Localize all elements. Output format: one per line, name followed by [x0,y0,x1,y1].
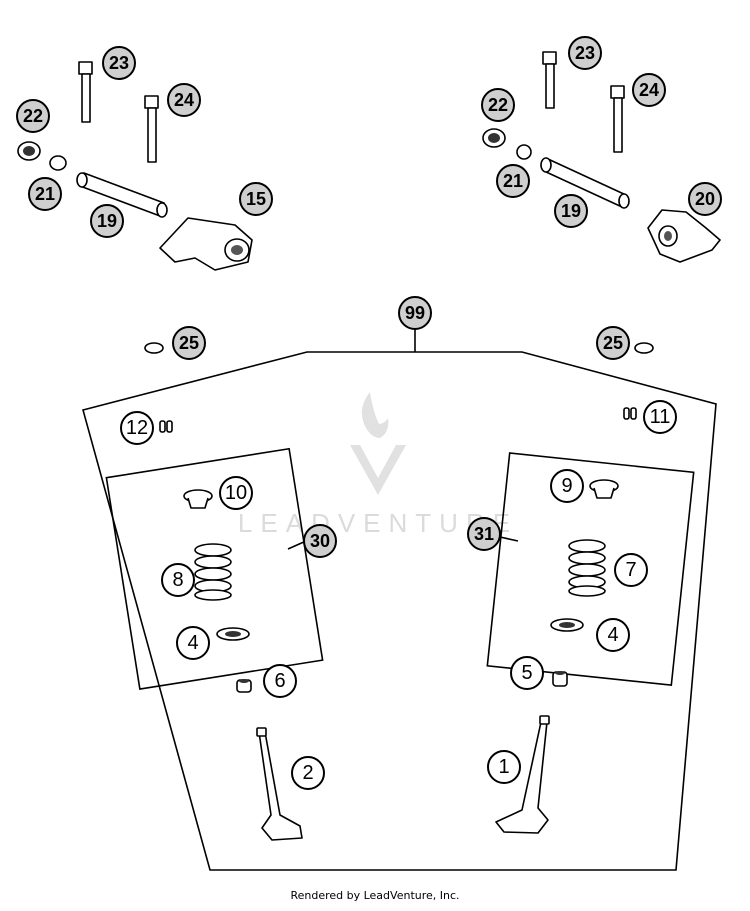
spring-retainer-part-10 [183,489,213,509]
callout-15[interactable]: 15 [239,182,273,216]
callout-24-right-label: 24 [639,80,659,100]
callout-23-right-label: 23 [575,43,595,63]
callout-22-left-label: 22 [23,106,43,126]
spring-seat-part-4-right [550,618,584,632]
callout-99-label: 99 [405,303,425,323]
callout-22-left[interactable]: 22 [16,99,50,133]
rocker-arm-part-20 [647,209,721,263]
callout-19-right[interactable]: 19 [554,194,588,228]
callout-25-left-label: 25 [179,333,199,353]
o-ring-part-21-right [516,144,532,160]
callout-8-label: 8 [172,569,183,591]
callout-1[interactable]: 1 [487,750,521,784]
spring-seat-part-4-left [216,627,250,641]
callout-20-label: 20 [695,189,715,209]
valve-spring-kit-box-left [105,447,324,690]
bolt-part-23-left [78,61,93,123]
plug-part-22-right [482,128,506,148]
callout-25-left[interactable]: 25 [172,326,206,360]
callout-10[interactable]: 10 [219,476,253,510]
callout-5[interactable]: 5 [510,656,544,690]
bolt-part-24-left [144,95,159,163]
leader-31 [499,536,519,542]
callout-21-right-label: 21 [503,171,523,191]
callout-25-right-label: 25 [603,333,623,353]
bolt-part-23-right [542,51,557,109]
kit-outline [82,351,717,871]
footer-credit: Rendered by LeadVenture, Inc. [290,889,460,902]
callout-21-right[interactable]: 21 [496,164,530,198]
callout-12-label: 12 [126,417,148,439]
callout-5-label: 5 [521,662,532,684]
callout-30-label: 30 [310,531,330,551]
callout-20[interactable]: 20 [688,182,722,216]
o-ring-part-21-left [49,155,67,171]
valve-spring-part-7 [568,539,606,597]
rocker-shaft-part-19-right [540,157,630,209]
callout-24-right[interactable]: 24 [632,73,666,107]
callout-19-left[interactable]: 19 [90,204,124,238]
shim-part-25-left [144,342,164,354]
valve-stem-seal-part-6 [236,679,252,693]
callout-1-label: 1 [498,756,509,778]
callout-9-label: 9 [561,475,572,497]
valve-spring-part-8 [194,543,232,601]
valve-keeper-part-12 [159,420,173,433]
callout-2-label: 2 [302,762,313,784]
plug-part-22-left [17,141,41,161]
callout-22-right[interactable]: 22 [481,88,515,122]
callout-30[interactable]: 30 [303,524,337,558]
callout-22-right-label: 22 [488,95,508,115]
callout-25-right[interactable]: 25 [596,326,630,360]
callout-10-label: 10 [225,482,247,504]
callout-12[interactable]: 12 [120,411,154,445]
callout-19-left-label: 19 [97,211,117,231]
callout-6[interactable]: 6 [263,664,297,698]
leadventure-watermark: LEADVENTURE [238,392,518,538]
callout-4-right-label: 4 [607,624,618,646]
bolt-part-24-right [610,85,625,153]
callout-4-right[interactable]: 4 [596,618,630,652]
callout-21-left[interactable]: 21 [28,177,62,211]
callout-11[interactable]: 11 [643,400,677,434]
rocker-arm-part-15 [159,217,253,271]
callout-21-left-label: 21 [35,184,55,204]
callout-4-left[interactable]: 4 [176,626,210,660]
intake-valve-part-1 [495,715,550,834]
callout-99[interactable]: 99 [398,296,432,330]
callout-23-right[interactable]: 23 [568,36,602,70]
watermark-text: LEADVENTURE [238,508,518,538]
callout-8[interactable]: 8 [161,563,195,597]
callout-23-left-label: 23 [109,53,129,73]
callout-2[interactable]: 2 [291,756,325,790]
callout-19-right-label: 19 [561,201,581,221]
callout-31-label: 31 [474,524,494,544]
exhaust-valve-part-2 [256,727,303,841]
shim-part-25-right [634,342,654,354]
callout-6-label: 6 [274,670,285,692]
callout-7[interactable]: 7 [614,553,648,587]
callout-7-label: 7 [625,559,636,581]
callout-31[interactable]: 31 [467,517,501,551]
rocker-shaft-part-19-left [76,172,168,218]
callout-11-label: 11 [650,406,671,428]
valve-stem-seal-part-5 [552,671,568,687]
callout-4-left-label: 4 [187,632,198,654]
valve-spring-kit-box-right [486,452,695,687]
valve-keeper-part-11 [623,407,637,420]
callout-24-left[interactable]: 24 [167,83,201,117]
spring-retainer-part-9 [589,479,619,499]
leader-30 [287,540,307,550]
callout-15-label: 15 [246,189,266,209]
callout-9[interactable]: 9 [550,469,584,503]
callout-23-left[interactable]: 23 [102,46,136,80]
callout-24-left-label: 24 [174,90,194,110]
